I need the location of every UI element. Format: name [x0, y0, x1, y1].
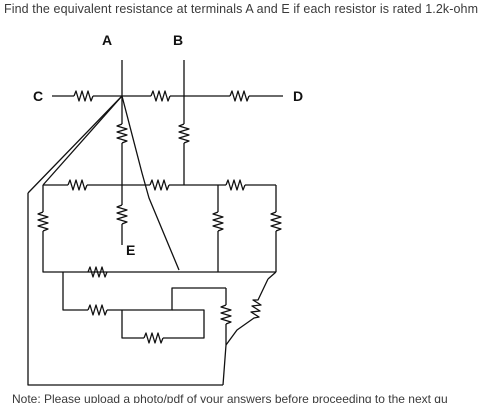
resistor-right-mid-vertical: [212, 211, 224, 232]
resistor-ca: [73, 90, 94, 102]
terminal-label-e: E: [126, 242, 136, 258]
terminal-label-a: A: [102, 32, 113, 48]
terminal-label-b: B: [173, 32, 184, 48]
wire-left-bottom: [42, 231, 276, 273]
resistor-b-vertical: [178, 123, 190, 144]
wire-e-lower: [62, 272, 88, 311]
wire-right-to-diag: [267, 271, 277, 280]
resistor-mid-center: [149, 179, 170, 191]
resistor-lower-2: [87, 304, 108, 316]
resistor-lower-3: [143, 332, 164, 344]
resistor-ab: [150, 90, 171, 102]
terminal-label-c: C: [33, 88, 44, 104]
wire-a-diag-left: [27, 95, 123, 194]
resistor-bd: [229, 90, 250, 102]
resistor-a-e: [116, 204, 128, 225]
resistor-right-outer-vertical: [270, 211, 282, 232]
question-text: Find the equivalent resistance at termin…: [4, 2, 479, 16]
resistor-bottom-right-2: [225, 278, 269, 346]
resistor-lower-1: [87, 266, 108, 278]
terminal-label-d: D: [293, 88, 304, 104]
resistor-a-vertical: [116, 123, 128, 144]
wire-a-diag-mid: [42, 95, 123, 186]
resistor-bottom-right-1: [220, 304, 232, 325]
resistor-mid-right: [225, 179, 246, 191]
wire-lower-3: [121, 310, 144, 339]
wire-lower-2-right: [107, 287, 226, 311]
wire-bottom-right-diag-2: [222, 324, 227, 386]
wire-lower-3-right: [163, 309, 205, 339]
wire-outer-left: [27, 193, 223, 386]
resistor-mid-left: [67, 179, 88, 191]
note-text: Note: Please upload a photo/pdf of your …: [12, 393, 448, 403]
resistor-left-vertical: [37, 211, 49, 232]
